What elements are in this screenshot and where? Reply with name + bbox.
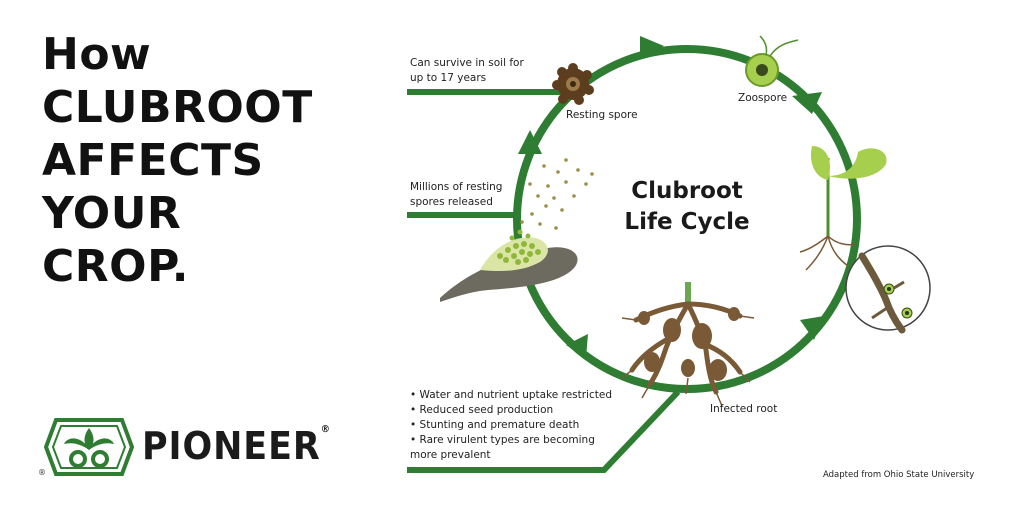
effect-bullet-4: • Rare virulent types are becoming	[410, 434, 595, 446]
effects-leader-line	[407, 389, 681, 473]
diagram-title-line-2: Life Cycle	[624, 209, 749, 235]
effect-bullet-3: • Stunting and premature death	[410, 419, 579, 431]
arrow-lower-left-icon	[566, 334, 588, 358]
brand-name-text: PIONEER	[142, 424, 321, 468]
zoospore-illustration	[745, 35, 799, 87]
headline-line-1: How	[42, 29, 152, 80]
headline: How clubroot affects your crop.	[42, 28, 372, 293]
zoospore-label: Zoospore	[738, 92, 787, 104]
cycle-arrows	[518, 36, 824, 358]
magnified-root-illustration	[845, 245, 931, 334]
diagram-title-line-1: Clubroot	[631, 178, 743, 204]
brand-name: PIONEER®	[142, 424, 330, 468]
arrow-upper-right-icon	[792, 92, 822, 114]
millions-note-line-1: Millions of resting	[410, 181, 502, 193]
headline-line-3: affects	[42, 135, 264, 186]
effect-bullet-1: • Water and nutrient uptake restricted	[410, 389, 612, 401]
brand-registered-mark: ®	[320, 424, 330, 435]
headline-line-2: clubroot	[42, 82, 313, 133]
resting-spore-illustration	[552, 63, 594, 105]
survive-note-line-2: up to 17 years	[410, 72, 486, 84]
seedling-illustration	[799, 146, 887, 271]
source-credit: Adapted from Ohio State University	[823, 470, 974, 480]
pioneer-brand: ® PIONEER®	[38, 418, 344, 478]
infected-root-illustration	[621, 282, 755, 407]
headline-line-4: your	[42, 188, 182, 239]
pioneer-logo-icon	[43, 418, 135, 476]
resting-spore-label: Resting spore	[566, 109, 638, 121]
headline-line-5: crop.	[42, 241, 189, 292]
arrow-lower-right-icon	[800, 316, 824, 340]
infected-root-label: Infected root	[710, 403, 777, 415]
effect-bullet-2: • Reduced seed production	[410, 404, 553, 416]
arrow-top-icon	[640, 36, 664, 58]
logo-registered-mark: ®	[38, 468, 46, 477]
decaying-root-illustration	[440, 158, 594, 302]
effect-bullet-4-continued: more prevalent	[410, 449, 491, 461]
arrow-left-icon	[518, 130, 542, 154]
survive-note-line-1: Can survive in soil for	[410, 57, 524, 69]
millions-note-line-2: spores released	[410, 196, 493, 208]
